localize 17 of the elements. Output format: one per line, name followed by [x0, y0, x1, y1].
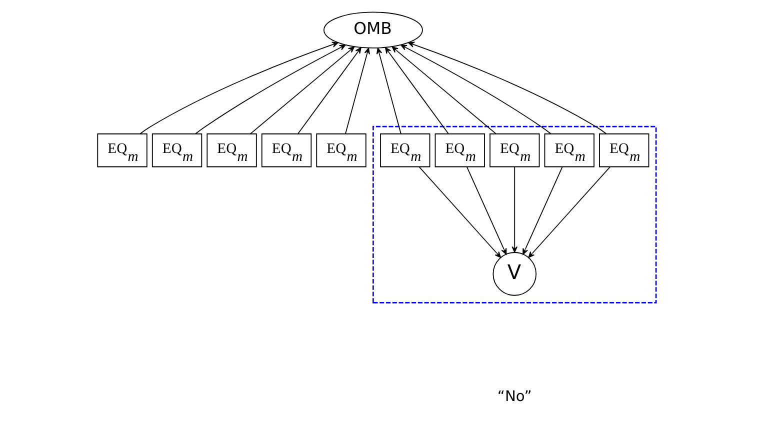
label: “No”	[496, 388, 532, 406]
arrow	[511, 166, 518, 253]
arrow	[391, 46, 496, 134]
arrow	[400, 44, 551, 134]
arrow	[408, 42, 606, 134]
arrow	[139, 42, 338, 134]
arrow	[418, 166, 501, 258]
cluster	[372, 126, 656, 304]
arrow	[528, 166, 610, 258]
arrow	[384, 47, 448, 134]
arrow	[194, 44, 346, 134]
arrow	[376, 48, 401, 134]
arrow	[466, 166, 506, 255]
arrow	[344, 48, 370, 134]
arrow	[250, 46, 354, 134]
arrow	[522, 166, 562, 255]
arrow	[297, 47, 361, 134]
